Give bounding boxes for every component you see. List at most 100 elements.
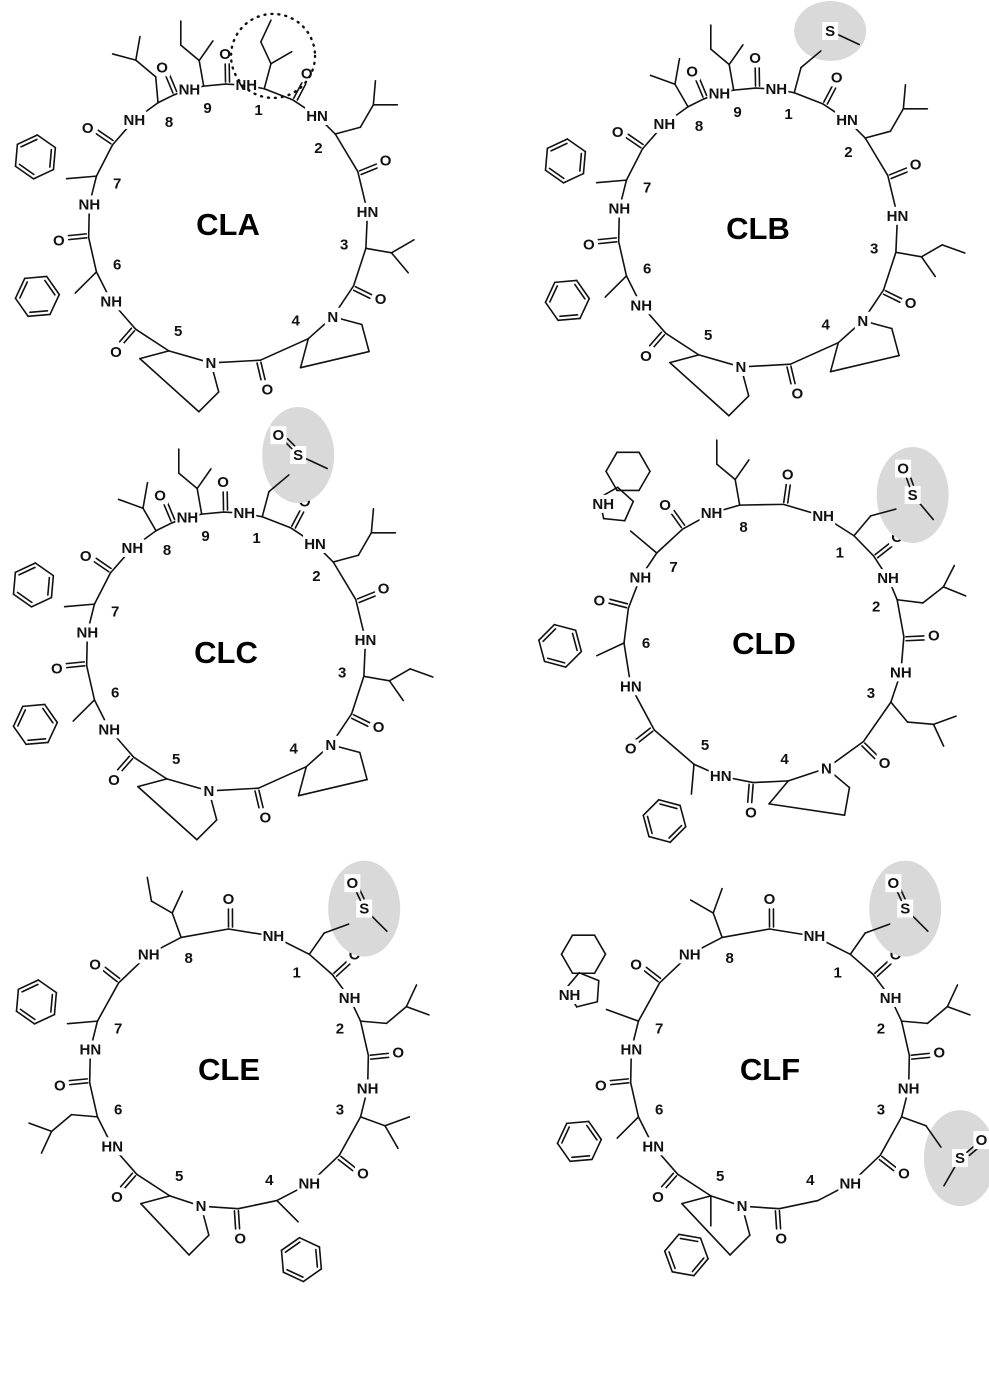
carbonyl-bond bbox=[258, 789, 264, 809]
backbone-bond bbox=[155, 522, 173, 532]
phenyl-ring-bond bbox=[34, 562, 55, 577]
isobutyl-bond bbox=[864, 130, 892, 139]
residue-number: 6 bbox=[114, 1101, 122, 1118]
amide-nitrogen: NH bbox=[630, 569, 652, 586]
phenyl-ring-bond bbox=[668, 1251, 676, 1270]
carbonyl-bond bbox=[360, 166, 379, 176]
carbonyl-bond bbox=[645, 966, 662, 980]
carbonyl-bond bbox=[166, 502, 176, 521]
atom-label-backing bbox=[390, 1043, 407, 1062]
amide-nitrogen: NH bbox=[609, 201, 631, 218]
atom-label-backing bbox=[619, 1040, 644, 1059]
carbonyl-bond bbox=[874, 542, 891, 556]
sec-butyl-bond bbox=[728, 63, 735, 91]
sec-butyl-bond bbox=[260, 41, 272, 65]
carbonyl-oxygen: O bbox=[82, 120, 94, 137]
proline-ring-bond bbox=[669, 354, 700, 364]
carbonyl-bond bbox=[292, 81, 303, 99]
backbone-bond bbox=[180, 928, 230, 939]
sulfoxide-oxygen: O bbox=[273, 427, 285, 444]
atom-label-backing bbox=[154, 58, 171, 77]
proline-ring-bond bbox=[359, 751, 368, 781]
atom-label-backing bbox=[878, 988, 903, 1007]
atom-label-backing bbox=[370, 718, 387, 737]
residue-number: 4 bbox=[265, 1172, 274, 1189]
phenyl-ring-bond bbox=[587, 1120, 603, 1141]
backbone-bond bbox=[896, 598, 905, 638]
amide-nitrogen: N bbox=[857, 313, 868, 330]
carbonyl-oxygen: O bbox=[792, 385, 804, 402]
phenyl-ring-bond bbox=[538, 623, 556, 641]
isopropyl-bond bbox=[142, 507, 157, 532]
phenyl-ring-bond bbox=[574, 283, 586, 300]
phenyl-ring-bond bbox=[36, 134, 57, 149]
sulfoxide-bond bbox=[286, 437, 296, 447]
atom-label-backing bbox=[609, 122, 626, 141]
residue-number: 1 bbox=[836, 545, 844, 562]
phenyl-ring-bond bbox=[53, 991, 58, 1016]
phenyl-ring-bond bbox=[569, 1158, 593, 1163]
atom-label-backing bbox=[592, 1076, 609, 1095]
carbonyl-oxygen: O bbox=[905, 295, 917, 312]
sulfoxide-bond bbox=[905, 476, 911, 488]
atom-label-backing bbox=[355, 1079, 380, 1098]
residue-number: 2 bbox=[872, 599, 880, 616]
phenyl-ring-bond bbox=[542, 628, 557, 643]
carbonyl-bond bbox=[881, 1155, 897, 1169]
atom-label-backing bbox=[628, 955, 645, 974]
phenyl-ring-bond bbox=[280, 1236, 301, 1252]
sec-butyl-bond bbox=[363, 675, 391, 682]
methionine-bond bbox=[864, 923, 891, 934]
proline-ring-bond bbox=[297, 778, 368, 797]
carbonyl-oxygen: O bbox=[764, 891, 776, 908]
atom-label-backing bbox=[622, 739, 639, 758]
sec-butyl-bond bbox=[409, 668, 434, 678]
phenyl-ring-bond bbox=[582, 150, 587, 175]
residue-number: 1 bbox=[293, 964, 301, 981]
indole-ring-bond bbox=[575, 1000, 599, 1008]
indole-bond bbox=[605, 1008, 640, 1022]
amide-nitrogen: HN bbox=[887, 208, 909, 225]
phenyl-ring-bond bbox=[642, 798, 660, 817]
phenyl-ring-bond bbox=[658, 798, 681, 807]
residue-number: 5 bbox=[701, 737, 709, 754]
isobutyl-bond bbox=[926, 1005, 949, 1025]
benzyl-bond bbox=[276, 1199, 299, 1223]
amide-nitrogen: NH bbox=[77, 625, 99, 642]
carbonyl-bond bbox=[65, 661, 86, 665]
carbonyl-bond bbox=[352, 713, 371, 724]
amide-nitrogen: NH bbox=[630, 297, 652, 314]
indole-ring-bond bbox=[602, 517, 626, 522]
carbonyl-bond bbox=[625, 136, 642, 149]
carbonyl-bond bbox=[878, 1158, 895, 1172]
atom-label-backing bbox=[708, 767, 733, 786]
phenyl-ring-bond bbox=[544, 281, 556, 304]
carbonyl-bond bbox=[609, 1078, 630, 1082]
atom-label-backing bbox=[876, 753, 893, 772]
carbonyl-bond bbox=[358, 594, 377, 604]
backbone-bond bbox=[625, 148, 644, 181]
phenyl-ring-bond bbox=[538, 639, 546, 663]
atom-label-backing bbox=[78, 1040, 103, 1059]
atom-label-backing bbox=[732, 357, 749, 376]
backbone-bond bbox=[210, 359, 262, 364]
backbone-bond bbox=[900, 1020, 911, 1057]
phenyl-ring-bond bbox=[37, 979, 58, 994]
residue-number: 4 bbox=[780, 751, 789, 768]
phenyl-ring-bond bbox=[14, 143, 19, 168]
carbonyl-bond bbox=[826, 87, 837, 105]
carbonyl-oxygen: O bbox=[928, 628, 940, 645]
sec-butyl-bond bbox=[734, 478, 741, 506]
residue-number: 4 bbox=[822, 317, 831, 334]
carbonyl-bond bbox=[651, 334, 666, 350]
backbone-bond bbox=[157, 94, 175, 104]
atom-label-backing bbox=[322, 735, 339, 754]
amide-nitrogen: N bbox=[206, 355, 217, 372]
atom-label-backing bbox=[925, 626, 942, 645]
carbonyl-bond bbox=[609, 598, 629, 605]
phenyl-ring-bond bbox=[549, 285, 559, 303]
sulfur-atom: S bbox=[359, 901, 369, 918]
carbonyl-bond bbox=[119, 758, 134, 774]
carbonyl-oxygen: O bbox=[630, 956, 642, 973]
atom-label-backing bbox=[641, 1137, 666, 1156]
